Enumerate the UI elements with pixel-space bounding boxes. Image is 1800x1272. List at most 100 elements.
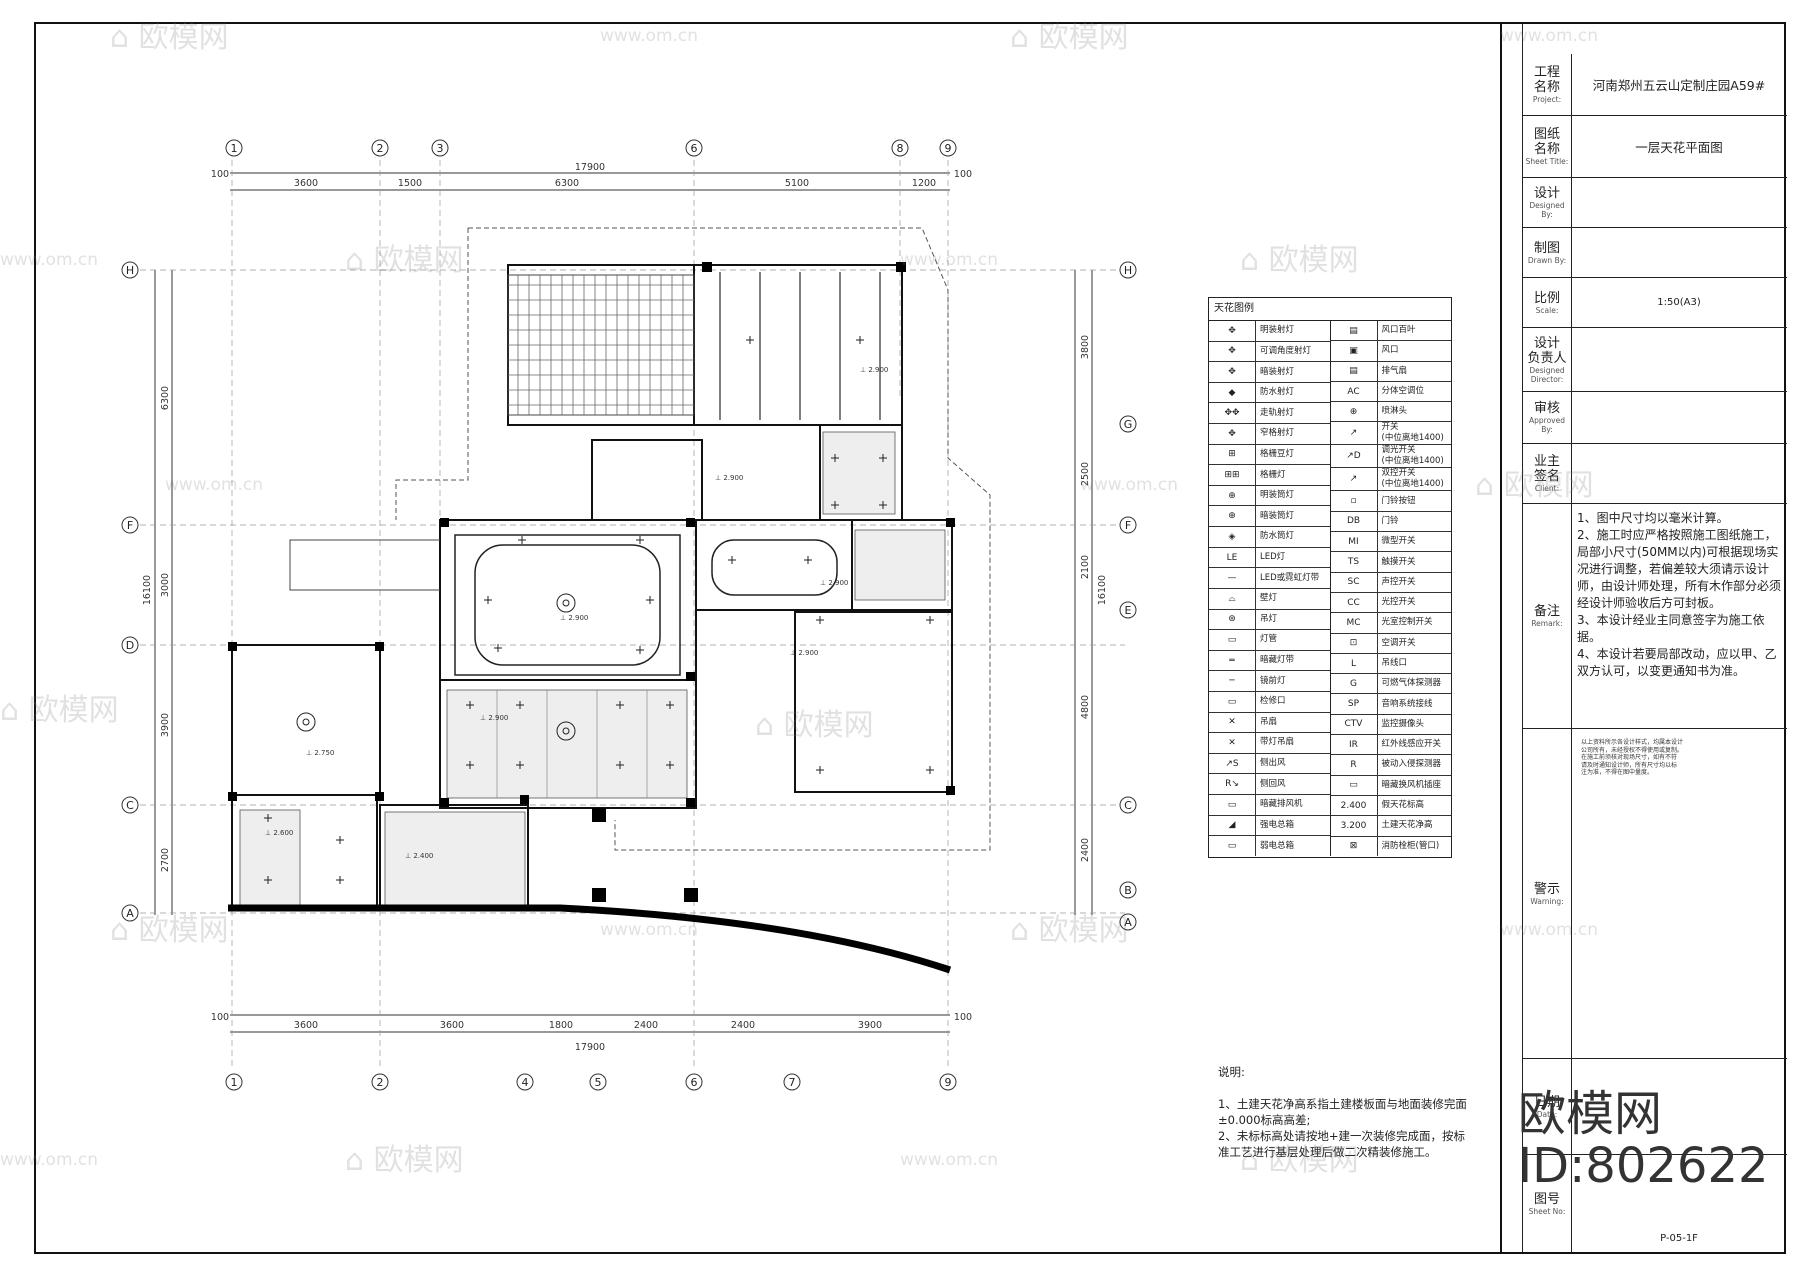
legend-label: 被动入侵探测器: [1381, 759, 1442, 770]
legend-symbol-icon: DB: [1331, 511, 1378, 532]
legend-symbol-icon: MC: [1331, 613, 1378, 633]
tb-drawn-en: Drawn By:: [1527, 255, 1567, 265]
downlight-icon: [728, 556, 736, 564]
axis-label: C: [1124, 799, 1132, 812]
axis-label: 2: [377, 142, 384, 155]
downlight-icon: [856, 336, 864, 344]
height-value: ⊥ 2.600: [265, 829, 293, 837]
legend-row-left: ▭弱电总箱: [1209, 836, 1330, 856]
legend-symbol-icon: CC: [1331, 592, 1378, 613]
legend-symbol-icon: ↗S: [1209, 753, 1256, 774]
legend-symbol-icon: ↗D: [1331, 445, 1378, 468]
legend-row-left: ⊕明装筒灯: [1209, 485, 1330, 507]
legend-row-left: ◆防水射灯: [1209, 382, 1330, 404]
downlight-icon: [926, 616, 934, 624]
legend-symbol-icon: ✥: [1209, 362, 1256, 382]
tb-warning-en: Warning:: [1530, 896, 1564, 906]
legend-label: 监控摄像头: [1381, 718, 1425, 729]
axis-label: 8: [897, 142, 904, 155]
legend-symbol-icon: ✥: [1209, 321, 1256, 341]
legend-symbol-icon: ▭: [1209, 691, 1256, 712]
dimension-text: 6300: [555, 178, 579, 189]
legend-symbol-icon: ▣: [1331, 341, 1378, 361]
tb-project-en: Project:: [1532, 95, 1562, 104]
tb-scale-label: 比例: [1533, 290, 1560, 306]
legend-label: 土建天花净高: [1381, 820, 1433, 831]
legend-symbol-icon: ⊞⊞: [1209, 465, 1256, 485]
legend-row-left: ✥可调角度射灯: [1209, 341, 1330, 363]
legend-row-left: ◢强电总箱: [1209, 815, 1330, 837]
dimension-text: 3600: [440, 1020, 464, 1031]
axis-bubble: 5: [589, 1073, 607, 1091]
downlight-icon: [879, 501, 887, 509]
tb-sheetno-value: P-05-1F: [1660, 1233, 1698, 1244]
tb-warning-label: 警示: [1533, 881, 1560, 897]
legend-label: 走轨射灯: [1260, 407, 1295, 418]
legend-label: 格栅豆灯: [1260, 448, 1295, 459]
legend-label: 吊扇: [1260, 716, 1278, 727]
legend-label: 消防栓柜(管口): [1381, 840, 1440, 851]
legend-row-left: ◈防水筒灯: [1209, 527, 1330, 548]
legend-symbol-icon: 3.200: [1331, 816, 1378, 836]
dimension-text: 6300: [160, 386, 171, 410]
height-value: ⊥ 2.900: [790, 649, 818, 657]
downlight-icon: [518, 536, 526, 544]
downlight-icon: [494, 644, 502, 652]
height-value: ⊥ 2.900: [560, 614, 588, 622]
downlight-icon: [831, 501, 839, 509]
legend-row-left: R↘侧回风: [1209, 774, 1330, 796]
legend-row-left: ═暗藏灯带: [1209, 650, 1330, 672]
legend-symbol-icon: ═: [1209, 650, 1256, 671]
legend-column-lighting: ✥明装射灯✥可调角度射灯✥暗装射灯◆防水射灯✥✥走轨射灯✥窄格射灯⊞格栅豆灯⊞⊞…: [1209, 321, 1330, 856]
dimension-text: 2700: [160, 848, 171, 872]
axis-label: H: [126, 264, 134, 277]
dimension-text: 100: [211, 1012, 229, 1023]
axis-bubble: 9: [939, 139, 957, 157]
legend-symbol-icon: ✥✥: [1209, 403, 1256, 424]
legend-row-right: ▤排气扇: [1330, 361, 1451, 382]
legend-symbol-icon: G: [1331, 674, 1378, 694]
axis-bubble: 4: [516, 1073, 534, 1091]
downlight-icon: [666, 761, 674, 769]
axis-label: 9: [945, 142, 952, 155]
downlight-icon: [264, 814, 272, 822]
legend-row-left: ─镜前灯: [1209, 671, 1330, 692]
legend-row-left: ▭暗藏排风机: [1209, 795, 1330, 816]
legend-symbol-icon: MI: [1331, 532, 1378, 552]
legend-label: 空调开关: [1381, 637, 1416, 648]
tb-design-label: 设计: [1533, 186, 1560, 201]
downlight-icon: [926, 766, 934, 774]
ceiling-height-tag: ⊥ 2.900: [560, 614, 588, 622]
tb-client-label: 业主 签名: [1533, 454, 1560, 484]
dimension-text: 100: [954, 169, 972, 180]
axis-label: H: [1124, 264, 1132, 277]
legend-row-left: ⊞ 格栅豆灯: [1209, 444, 1330, 466]
downlight-icon: [879, 454, 887, 462]
tb-approved-label: 审核: [1533, 401, 1560, 416]
axis-label: 1: [231, 1076, 238, 1089]
legend-label: 声控开关: [1381, 576, 1416, 587]
legend-symbol-icon: ⊞: [1209, 444, 1256, 465]
dimension-text: 2400: [1080, 838, 1091, 862]
tb-date-label: 日期: [1533, 1094, 1560, 1110]
axis-label: B: [1124, 884, 1132, 897]
legend-symbol-icon: ▫: [1331, 491, 1378, 511]
ceiling-height-tag: ⊥ 2.400: [405, 852, 433, 860]
downlight-icon: [466, 761, 474, 769]
legend-row-right: ▤风口百叶: [1330, 321, 1451, 342]
axis-bubble: C: [1119, 796, 1137, 814]
downlight-icon: [484, 596, 492, 604]
legend-symbol-icon: ⊕: [1331, 402, 1378, 422]
